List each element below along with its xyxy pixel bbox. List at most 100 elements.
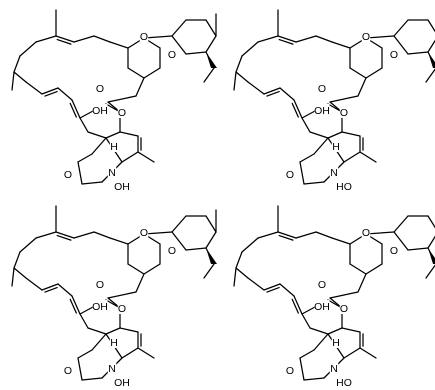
bond — [185, 247, 207, 251]
atom-label-o-ester: O — [118, 107, 126, 119]
atom-label-o-furan: O — [64, 169, 72, 181]
bond — [425, 68, 435, 83]
atom-label-background — [389, 244, 399, 256]
bond — [301, 313, 311, 329]
bond — [365, 35, 395, 39]
stereo-wedge — [206, 248, 217, 264]
bond — [203, 263, 215, 279]
bond — [41, 283, 59, 291]
bond — [393, 215, 409, 233]
bond — [233, 267, 237, 287]
bond — [425, 264, 435, 279]
atom-label-o-ring2: O — [168, 245, 176, 257]
bond — [303, 377, 325, 381]
bond — [233, 71, 237, 91]
atom-label-o-ring1: O — [362, 31, 370, 43]
bond — [121, 151, 139, 163]
bond — [205, 35, 217, 53]
stereo-wedge — [206, 52, 217, 68]
atom-label-o-ester: O — [340, 303, 348, 315]
atom-label-background — [336, 376, 352, 388]
bond — [427, 39, 435, 53]
bond — [91, 333, 107, 351]
bond — [263, 87, 281, 95]
bond — [235, 267, 249, 279]
atom-label-background — [361, 226, 371, 238]
double-bond-line — [44, 286, 58, 293]
bond — [19, 237, 37, 253]
bond — [135, 273, 145, 293]
atom-label-background — [95, 82, 105, 94]
stereo-wedge — [428, 248, 435, 264]
bond — [127, 263, 145, 275]
bond — [299, 153, 315, 163]
bond — [393, 35, 409, 55]
bond — [11, 71, 15, 91]
bond — [299, 357, 305, 381]
bond — [329, 95, 359, 103]
atom-label-oh-oxime: HO — [336, 377, 352, 389]
bond — [343, 151, 361, 163]
atom-label-o-ring2: O — [390, 245, 398, 257]
bond — [393, 19, 409, 37]
bond — [57, 283, 73, 297]
bond — [341, 131, 361, 137]
atom-label-o-hydroxy: OH — [314, 301, 330, 313]
atom-label-o-ring1: O — [362, 227, 370, 239]
bond — [77, 357, 83, 381]
bond — [13, 71, 27, 83]
double-bond-line — [291, 102, 299, 118]
bond — [235, 251, 243, 269]
bond — [365, 263, 383, 275]
bond — [137, 151, 155, 163]
bond — [407, 247, 429, 251]
double-bond-line — [278, 38, 294, 45]
atom-label-h-bridge: H — [110, 337, 118, 349]
bond — [137, 347, 155, 359]
bond — [77, 153, 93, 163]
bond — [55, 231, 75, 239]
bond — [205, 215, 217, 233]
atom-label-background — [389, 48, 399, 60]
atom-label-background — [114, 376, 130, 388]
bond — [25, 81, 43, 95]
bond — [365, 67, 383, 79]
bond — [313, 333, 329, 351]
double-bond-line — [69, 298, 77, 314]
bond — [171, 231, 187, 251]
bond — [13, 267, 27, 279]
bond — [303, 181, 325, 185]
bond — [87, 131, 107, 139]
bond — [263, 283, 281, 291]
atom-label-o-ring2: O — [168, 49, 176, 61]
atom-label-background — [92, 300, 108, 312]
bond — [349, 263, 367, 275]
atom-label-background — [314, 104, 330, 116]
atom-label-background — [285, 168, 295, 180]
bond — [107, 95, 137, 103]
atom-label-oh-oxime: OH — [114, 377, 130, 389]
bond — [329, 291, 359, 299]
double-bond-line — [278, 234, 294, 241]
atom-label-o-furan: O — [64, 365, 72, 377]
atom-label-background — [361, 30, 371, 42]
bond — [93, 35, 111, 43]
atom-label-background — [117, 106, 127, 118]
double-bond-line — [56, 38, 72, 45]
bond — [203, 67, 215, 83]
bond — [143, 231, 173, 235]
bond — [119, 327, 139, 333]
atom-label-background — [63, 168, 73, 180]
atom-label-background — [63, 364, 73, 376]
bond — [71, 295, 81, 315]
stereo-wedge — [428, 52, 435, 68]
atom-label-n-oxime: N — [108, 363, 116, 375]
bond — [309, 131, 329, 139]
atom-label-background — [139, 30, 149, 42]
bond — [247, 277, 265, 291]
bond — [77, 161, 83, 185]
